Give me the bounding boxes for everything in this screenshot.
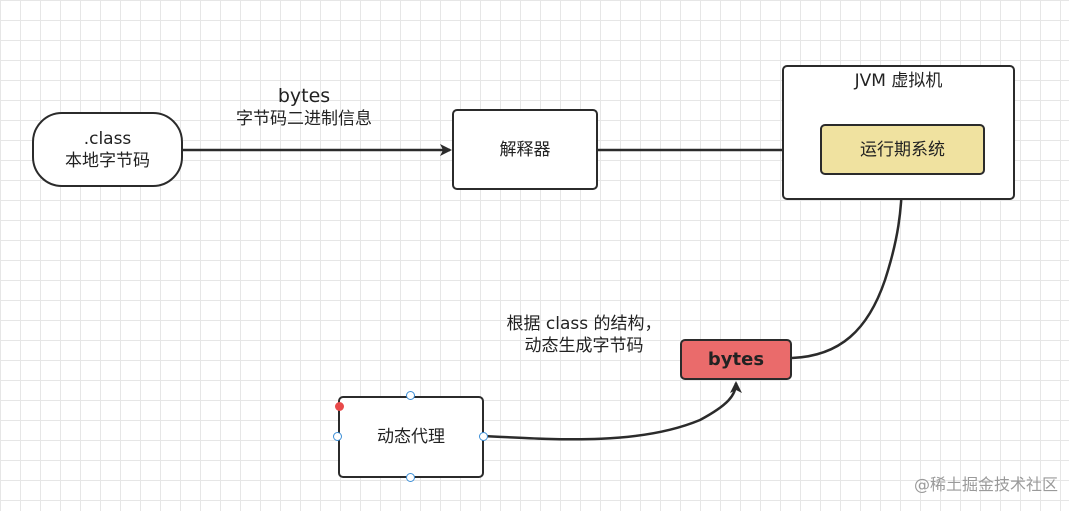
edge-label-dynamic-line2: 动态生成字节码 <box>524 336 644 356</box>
runtime-label: 运行期系统 <box>860 139 945 160</box>
class-file-subtitle: 本地字节码 <box>65 150 150 171</box>
class-file-title: .class <box>83 128 132 149</box>
bytes-node-label: bytes <box>707 348 765 370</box>
proxy-handle-corner-dot[interactable] <box>335 402 344 411</box>
watermark: @稀土掘金技术社区 <box>913 475 1058 494</box>
proxy-handle-bottom[interactable] <box>406 473 415 482</box>
edge-label-dynamic-line1: 根据 class 的结构， <box>506 314 662 334</box>
proxy-node[interactable]: 动态代理 <box>338 396 484 478</box>
proxy-label: 动态代理 <box>377 427 445 447</box>
edge-label-bytes: bytes 字节码二进制信息 <box>216 84 392 130</box>
bytes-node[interactable]: bytes <box>680 339 792 380</box>
proxy-handle-right[interactable] <box>479 432 488 441</box>
edge-bytes-to-runtime <box>791 174 908 360</box>
edge-label-bytes-desc: 字节码二进制信息 <box>236 109 372 129</box>
runtime-node[interactable]: 运行期系统 <box>820 124 985 175</box>
edge-label-bytes-title: bytes <box>277 85 331 107</box>
jvm-title: JVM 虚拟机 <box>854 71 943 91</box>
class-file-node[interactable]: .class 本地字节码 <box>32 112 183 187</box>
interpreter-node[interactable]: 解释器 <box>452 109 598 190</box>
proxy-handle-top[interactable] <box>406 391 415 400</box>
proxy-handle-left[interactable] <box>333 432 342 441</box>
edge-proxy-to-bytes <box>483 381 742 441</box>
edge-label-dynamic: 根据 class 的结构， 动态生成字节码 <box>498 313 670 357</box>
interpreter-label: 解释器 <box>499 139 551 160</box>
